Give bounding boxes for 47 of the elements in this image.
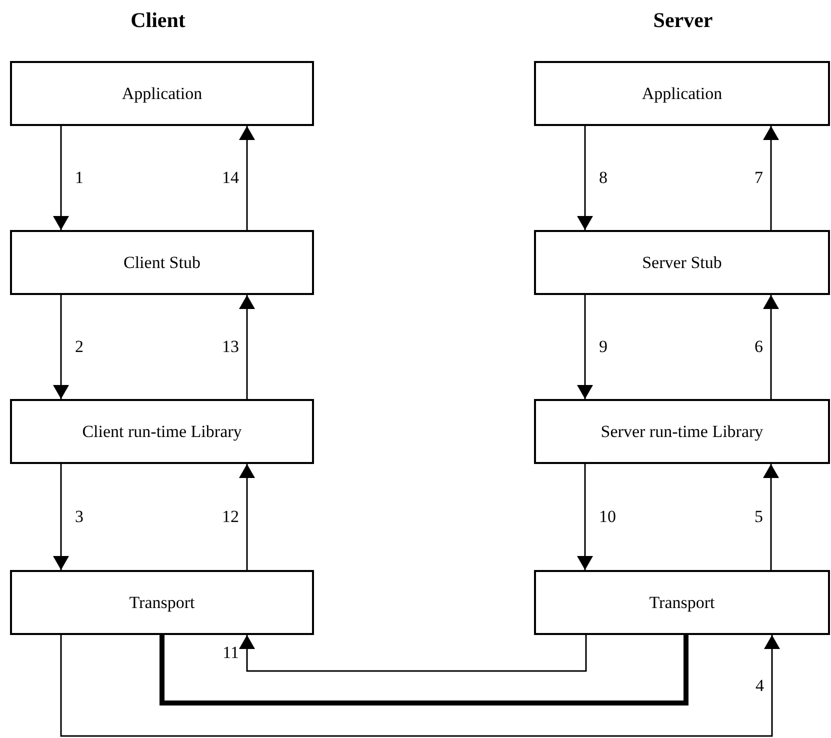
- process-box: [10, 61, 314, 126]
- box-label: Application: [642, 84, 722, 104]
- arrow: [763, 126, 779, 230]
- box-label: Server run-time Library: [600, 422, 764, 442]
- step-number: 10: [599, 508, 616, 526]
- process-box: [534, 570, 830, 635]
- process-box: [10, 399, 314, 464]
- arrow: [53, 295, 69, 399]
- step-number: 4: [756, 676, 764, 694]
- process-box: [10, 230, 314, 295]
- step-number: 9: [599, 338, 608, 356]
- step-number: 5: [754, 508, 763, 526]
- process-box: [534, 399, 830, 464]
- arrow: [239, 295, 255, 399]
- connection-line: [160, 635, 688, 706]
- arrow: [763, 464, 779, 570]
- step-number: 14: [222, 169, 239, 187]
- column-heading: Server: [653, 8, 713, 33]
- arrow: [577, 295, 593, 399]
- step-number: 1: [75, 169, 84, 187]
- process-box: [534, 230, 830, 295]
- process-box: [534, 61, 830, 126]
- arrow: [577, 464, 593, 570]
- step-number: 6: [754, 338, 763, 356]
- box-label: Transport: [129, 592, 195, 612]
- arrow: [577, 126, 593, 230]
- step-number: 7: [754, 169, 763, 187]
- arrow: [239, 464, 255, 570]
- box-label: Client run-time Library: [82, 422, 242, 442]
- step-number: 12: [222, 508, 239, 526]
- arrow: [239, 126, 255, 230]
- step-number: 13: [222, 338, 239, 356]
- arrow: [53, 464, 69, 570]
- arrow: [60, 635, 780, 737]
- step-number: 11: [222, 644, 239, 662]
- process-box: [10, 570, 314, 635]
- step-number: 8: [599, 169, 608, 187]
- box-label: Client Stub: [124, 252, 200, 272]
- arrow: [239, 635, 587, 672]
- box-label: Application: [122, 84, 202, 104]
- column-heading: Client: [130, 8, 186, 33]
- arrow: [53, 126, 69, 230]
- step-number: 2: [75, 338, 84, 356]
- step-number: 3: [75, 508, 84, 526]
- arrow: [763, 295, 779, 399]
- box-label: Server Stub: [642, 252, 722, 272]
- box-label: Transport: [649, 592, 715, 612]
